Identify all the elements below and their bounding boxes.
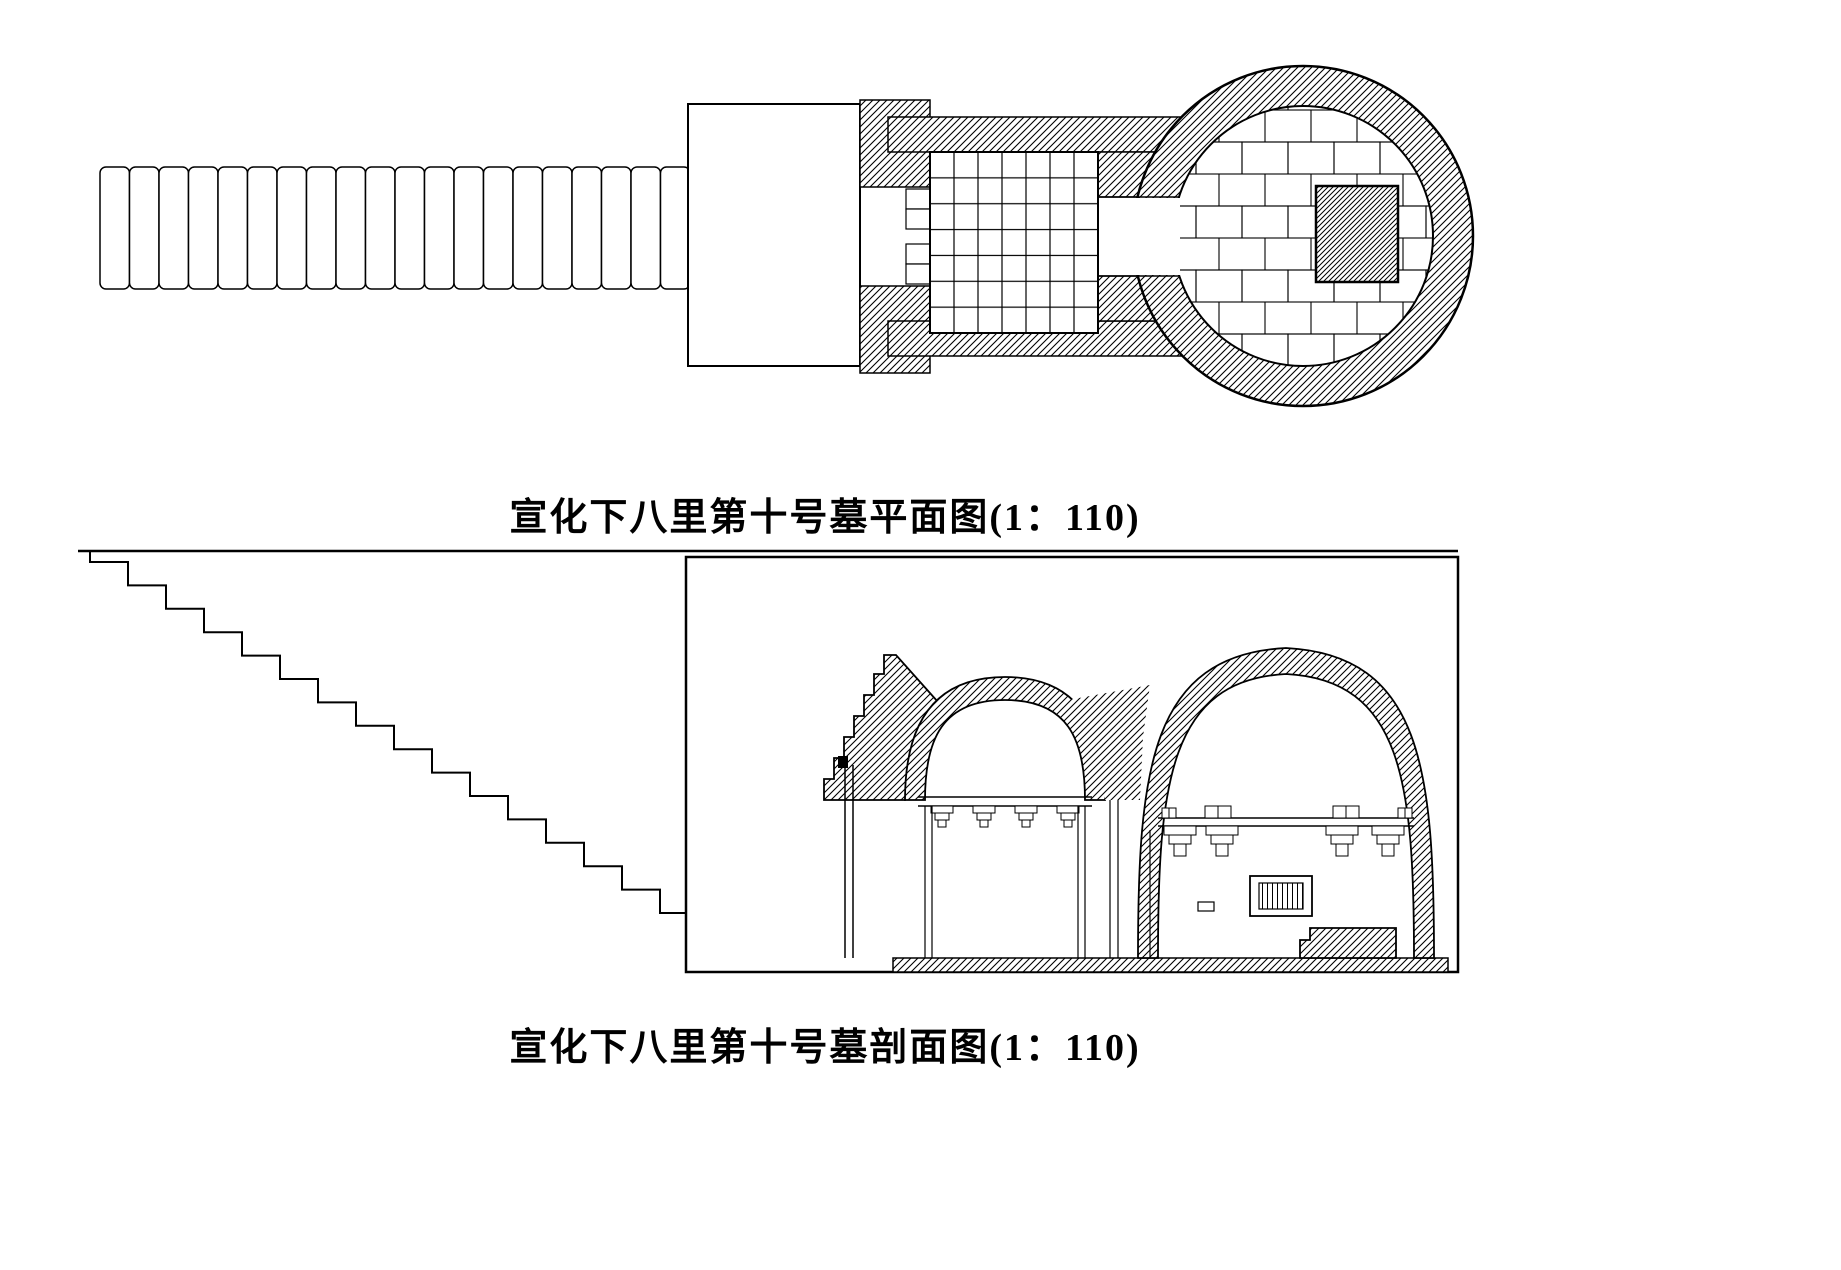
chamber-partition bbox=[1109, 800, 1151, 958]
small-stool bbox=[1197, 901, 1215, 912]
rear-beam bbox=[1158, 817, 1414, 827]
entrance-stairs bbox=[89, 551, 686, 914]
section-caption: 宣化下八里第十号墓剖面图(1：110) bbox=[509, 1027, 1141, 1069]
altar-panel bbox=[1258, 882, 1304, 910]
rear-chamber bbox=[1098, 64, 1475, 408]
rear-bracket-sets bbox=[1161, 805, 1413, 857]
front-chamber-floor bbox=[929, 151, 1099, 334]
door-pivot bbox=[838, 756, 848, 768]
front-bracket-sets bbox=[930, 805, 1080, 828]
section-view bbox=[78, 549, 1460, 974]
coffin-platform-section bbox=[1299, 927, 1397, 959]
section-frame bbox=[684, 555, 1460, 974]
plan-caption: 宣化下八里第十号墓平面图(1：110) bbox=[509, 497, 1141, 539]
plan-view bbox=[99, 64, 1475, 408]
front-cornice bbox=[918, 796, 1092, 807]
tomb-floor bbox=[892, 957, 1449, 973]
tomb-ramp bbox=[99, 166, 691, 290]
door-leaf bbox=[844, 765, 854, 958]
rear-chamber-interior bbox=[1158, 805, 1414, 959]
front-chamber-walls bbox=[924, 806, 1086, 958]
rear-vault bbox=[1137, 647, 1435, 959]
doorway-opening bbox=[1128, 198, 1180, 275]
corridor-bricks bbox=[905, 188, 931, 285]
vault-valley bbox=[1068, 685, 1150, 800]
vestibule bbox=[687, 103, 861, 367]
coffin-platform-plan bbox=[1314, 184, 1400, 284]
doorway-jambs bbox=[1098, 196, 1180, 277]
front-chamber-interior bbox=[918, 796, 1092, 958]
front-vault bbox=[904, 676, 1106, 801]
